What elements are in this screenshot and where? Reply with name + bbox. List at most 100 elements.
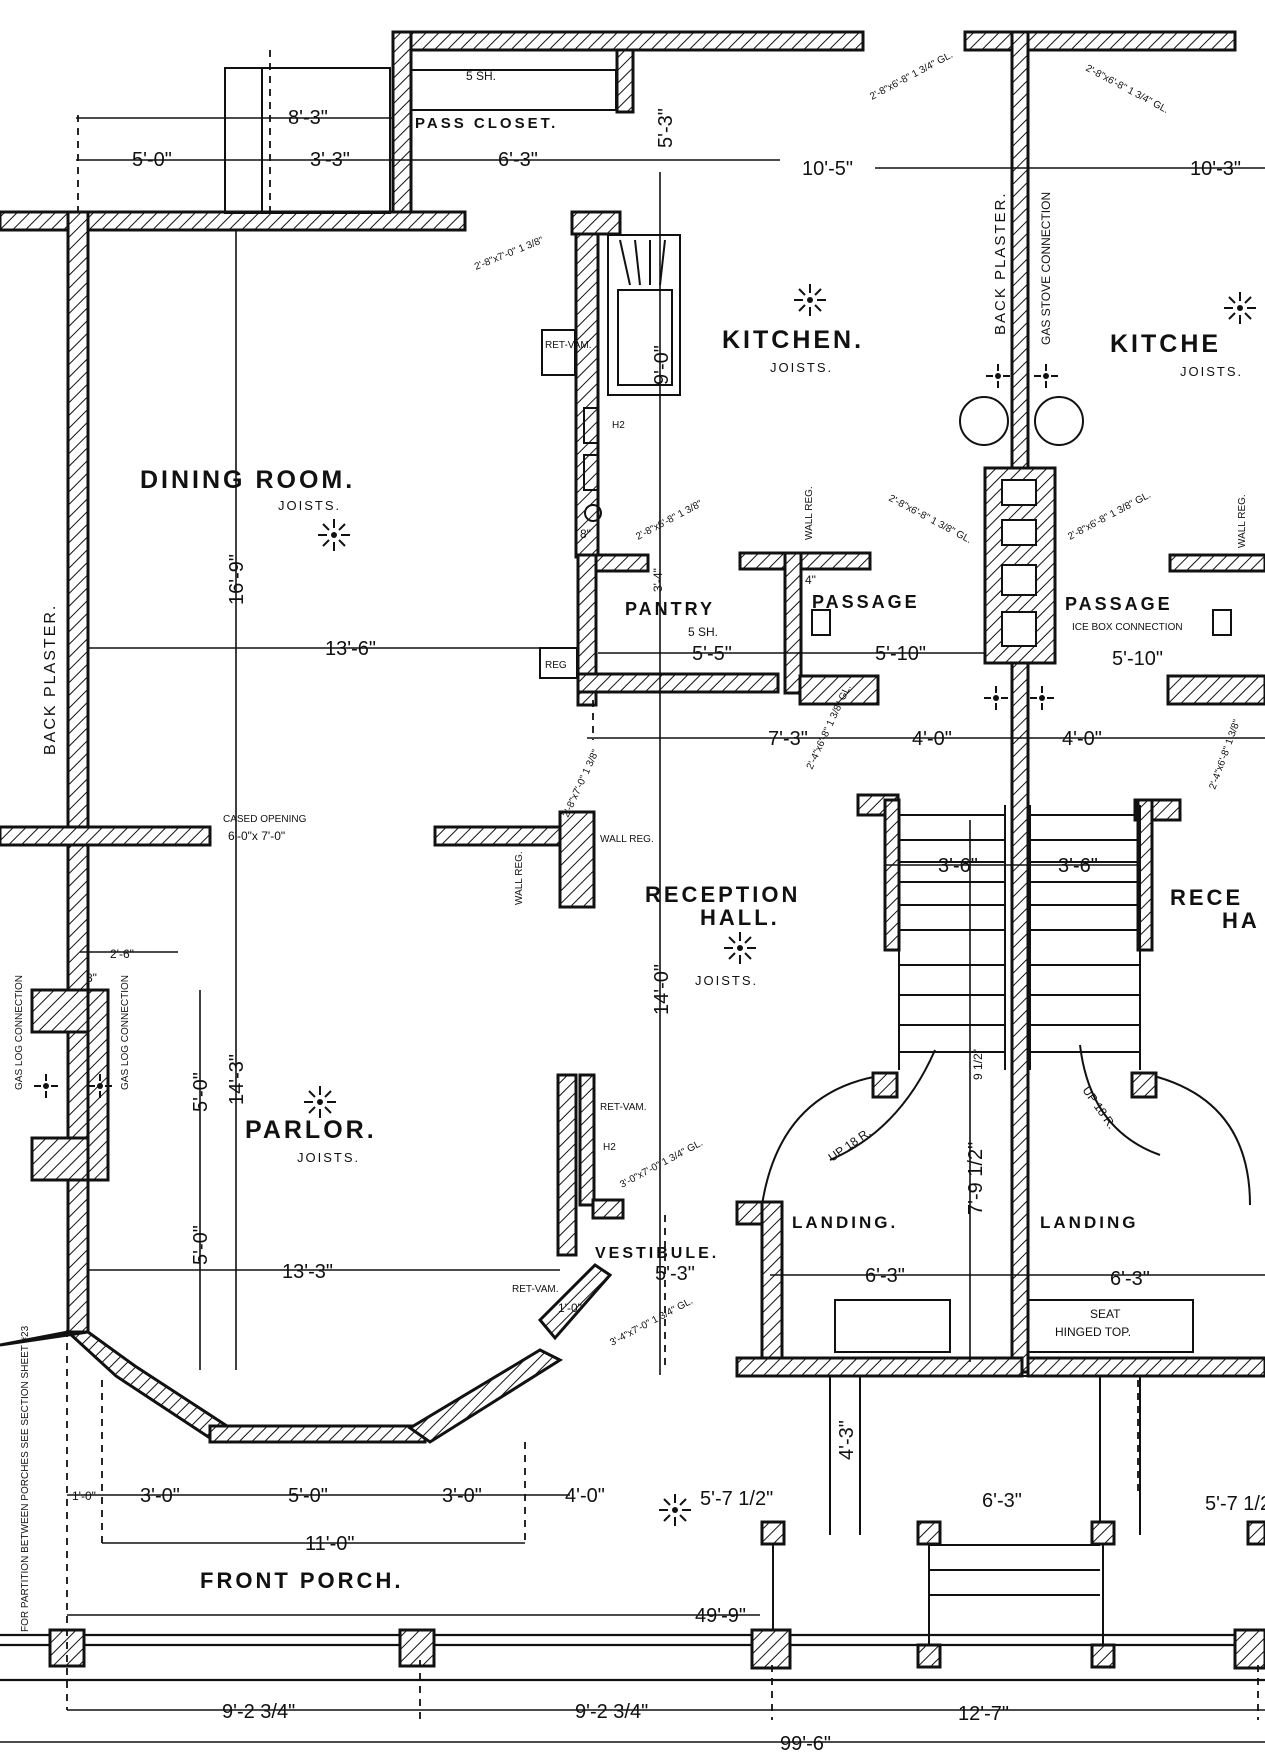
radiator-1 [583, 407, 599, 444]
porch-post-3 [1090, 1520, 1116, 1546]
passage-box [811, 609, 831, 636]
door-callout-8: 2'-8"x7'-0" 1 3/8" [561, 748, 602, 820]
register [539, 647, 578, 679]
dim-1-0: 1'-0" [558, 1301, 582, 1315]
porch-post-6 [1090, 1643, 1116, 1669]
ret-vam-register [541, 329, 576, 376]
closet-cabinet [224, 67, 391, 214]
pass-closet-shelf [411, 69, 617, 111]
fixtures [0, 67, 1265, 1682]
ret-vam-vestibule: RET-VAM. [512, 1284, 558, 1295]
stove-burner-2 [1034, 396, 1084, 446]
landing-arc-left [761, 1074, 886, 1206]
wall-landing-bottom-right [1026, 1356, 1265, 1378]
wall-passage-right-top [1168, 553, 1265, 573]
room-reception-2: HALL. [700, 905, 780, 930]
wall-stair-right [1136, 798, 1154, 952]
dim-4-0-c: 4'-0" [565, 1485, 605, 1507]
wall-passage-left [783, 551, 803, 695]
stair-right [1029, 805, 1141, 1070]
porch-column-4 [1233, 1628, 1265, 1670]
ice-box-connection: ICE BOX CONNECTION [1072, 622, 1183, 633]
hinged-top-label: HINGED TOP. [1055, 1325, 1131, 1339]
room-kitchen-right: KITCHE [1110, 330, 1221, 358]
wall-passage-top [738, 551, 872, 571]
ceiling-light-icon [318, 519, 350, 551]
porch-column-2 [398, 1628, 436, 1668]
porch-column-3 [750, 1628, 792, 1670]
dim-3-3: 3'-3" [310, 149, 350, 171]
room-passage: PASSAGE [812, 592, 920, 612]
dim-3-6-a: 3'-6" [938, 855, 978, 877]
door-callout-9: 3'-0"x7'-0" 1 3/4" GL. [618, 1138, 705, 1191]
wall-vestibule-left [556, 1073, 578, 1257]
dim-8in-b: 8" [580, 527, 591, 541]
newel-post-right [1130, 1071, 1158, 1099]
door-callout-5: 2'-8"x6'-8" 1 3/8" GL. [887, 493, 974, 546]
dim-9-2-b: 9'-2 3/4" [575, 1701, 648, 1723]
dim-5-0-v2: 5'-0" [190, 1225, 212, 1265]
ceiling-light-icon [724, 932, 756, 964]
partition-note: FOR PARTITION BETWEEN PORCHES SEE SECTIO… [20, 1325, 31, 1632]
porch-post-5 [916, 1643, 942, 1669]
dim-6-3-b: 6'-3" [1110, 1268, 1150, 1290]
ssh-pantry: 5 SH. [688, 625, 718, 639]
wall-reg-right: WALL REG. [1237, 494, 1248, 548]
wall-reg-reception: WALL REG. [600, 834, 654, 845]
wall-kitchen-corner [570, 210, 622, 236]
newel-post-left [871, 1071, 899, 1099]
up-arrow-left [829, 1049, 936, 1161]
wall-party [1010, 30, 1030, 1374]
door-callout-3: 2'-8"x7'-0" 1 3/8" [473, 235, 546, 273]
ret-vam-hall: RET-VAM. [600, 1102, 646, 1113]
wall-reg-parlor: WALL REG. [514, 851, 525, 905]
dim-12-7: 12'-7" [958, 1703, 1009, 1725]
light-fixtures [34, 284, 1256, 1526]
dim-3-6-b: 3'-6" [1058, 855, 1098, 877]
dim-4-0-a: 4'-0" [912, 728, 952, 750]
dim-11-0: 11'-0" [305, 1533, 354, 1555]
gas-stove-connection: GAS STOVE CONNECTION [1039, 192, 1053, 345]
room-pass-closet: PASS CLOSET. [415, 115, 558, 132]
dim-13-3: 13'-3" [282, 1261, 333, 1283]
dim-49-9: 49'-9" [695, 1605, 746, 1627]
dim-5-0-v1: 5'-0" [190, 1072, 212, 1112]
wall-pass-closet-left [391, 30, 413, 224]
wall-dining-parlor-right [433, 825, 582, 847]
wall-reg-passage: WALL REG. [804, 486, 815, 540]
room-kitchen: KITCHEN. [722, 326, 864, 354]
dim-4-0-b: 4'-0" [1062, 728, 1102, 750]
dimension-text: 8'-3" 5'-0" 3'-3" 6'-3" 10'-5" 10'-3" 5'… [72, 107, 1265, 1755]
dim-2-6: 2'-6" [110, 947, 134, 961]
porch-post-4 [1246, 1520, 1265, 1546]
dim-13-6: 13'-6" [325, 638, 376, 660]
dim-5-5: 5'-5" [692, 643, 732, 665]
bay-wall-front [208, 1424, 427, 1444]
dim-6-3-c: 6'-3" [982, 1490, 1022, 1512]
wall-light-icon [986, 364, 1010, 388]
wall-pantry-left [576, 553, 598, 707]
cased-opening-size: 6'-0"x 7'-0" [228, 829, 285, 843]
room-labels: DINING ROOM. KITCHEN. KITCHE PANTRY PASS… [140, 115, 1257, 1593]
wall-top-kitchen-right [963, 30, 1237, 52]
floor-drain [584, 504, 602, 522]
stair-left [898, 805, 1006, 1070]
room-front-porch: FRONT PORCH. [200, 1568, 403, 1593]
door-callout-6: 2'-8"x6'-8" 1 3/8" GL. [1066, 490, 1153, 543]
dim-6-3-a: 6'-3" [865, 1265, 905, 1287]
wall-passage-right-bottom [1166, 674, 1265, 706]
ceiling-light-icon [304, 1086, 336, 1118]
up-arrow-right [1079, 1044, 1161, 1156]
dimension-lines [0, 50, 1265, 1743]
wall-pass-closet-right [615, 48, 635, 114]
wall-pantry-bottom [576, 672, 780, 694]
dim-4-3: 4'-3" [836, 1420, 858, 1460]
wall-light-icon [34, 1074, 58, 1098]
wall-light-icon [88, 1074, 112, 1098]
wall-reception-pier [558, 810, 596, 909]
wall-passage-bottom [798, 674, 880, 706]
back-plaster-center: BACK PLASTER. [992, 191, 1009, 335]
ceiling-light-icon [794, 284, 826, 316]
dim-8in: 8" [86, 971, 97, 985]
